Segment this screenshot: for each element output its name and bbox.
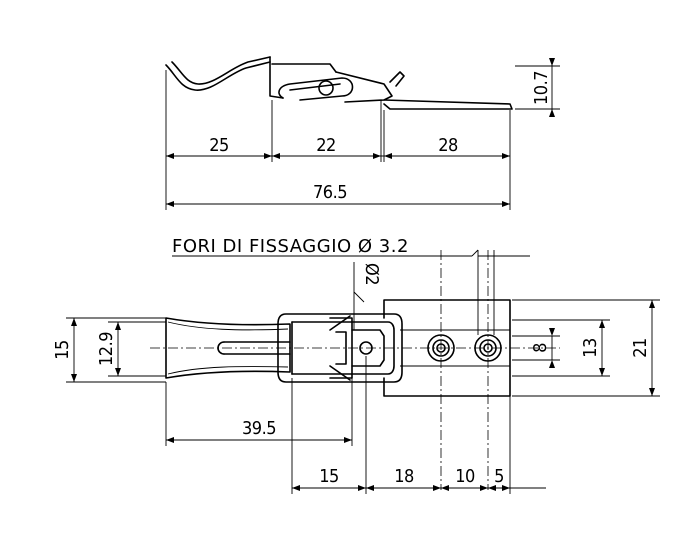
dim-8-width: 8: [530, 343, 551, 353]
dim-10-length: 10: [455, 466, 475, 487]
note-text: FORI DI FISSAGGIO Ø 3.2: [172, 236, 409, 257]
dim-18-length: 18: [394, 466, 414, 487]
dim-76-5: 76.5: [313, 182, 347, 203]
dim-21-width: 21: [630, 338, 651, 358]
dim-height-10-7: 10.7: [531, 71, 552, 105]
dim-15-height: 15: [52, 340, 73, 360]
dim-25: 25: [209, 135, 229, 156]
dim-22: 22: [316, 135, 336, 156]
side-view: 10.7 25 22 28 76.5: [165, 56, 560, 210]
top-view: Ø2 15 12.9 8 13 21: [52, 250, 660, 494]
dim-28: 28: [438, 135, 458, 156]
dim-15-length: 15: [319, 466, 339, 487]
dim-13-width: 13: [580, 338, 601, 358]
dim-pin-dia: Ø2: [361, 263, 382, 285]
dim-39-5: 39.5: [242, 418, 276, 439]
dim-12-9-height: 12.9: [96, 332, 117, 366]
dim-5-length: 5: [494, 466, 504, 487]
mounting-holes-note: FORI DI FISSAGGIO Ø 3.2: [172, 236, 479, 257]
